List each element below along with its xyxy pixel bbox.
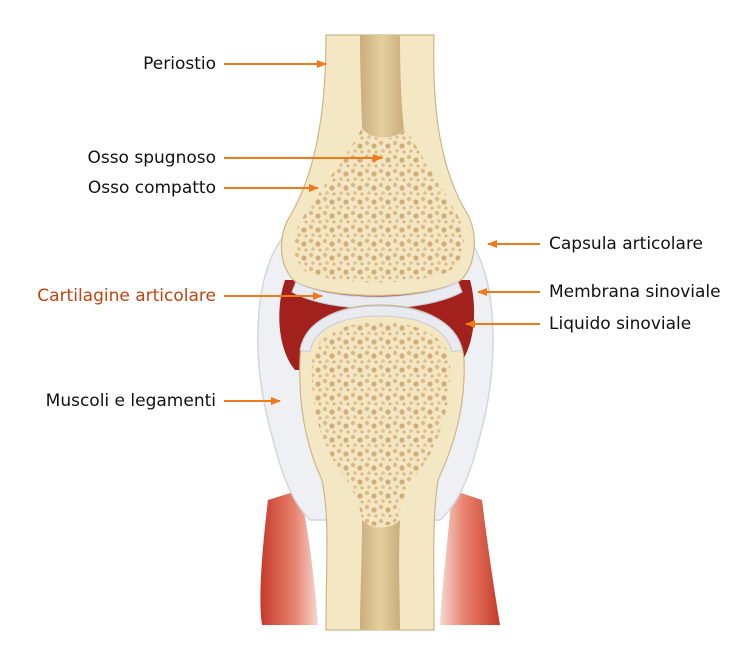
label-periostio: Periostio <box>143 54 216 74</box>
cartilage-upper <box>291 281 463 309</box>
label-membrana-sinoviale: Membrana sinoviale <box>549 282 721 302</box>
label-osso-compatto: Osso compatto <box>87 178 216 198</box>
lower-spongy-bone <box>311 322 451 526</box>
cartilage-lower <box>299 305 463 353</box>
upper-spongy-bone <box>293 128 465 283</box>
muscle-right <box>440 490 500 625</box>
label-osso-spugnoso: Osso spugnoso <box>87 148 216 168</box>
label-capsula-articolare: Capsula articolare <box>549 234 704 254</box>
label-cartilagine-articolare: Cartilagine articolare <box>37 286 216 306</box>
upper-marrow <box>360 35 404 138</box>
label-muscoli-legamenti: Muscoli e legamenti <box>45 391 216 411</box>
lower-marrow <box>360 520 400 630</box>
muscle-left <box>260 490 318 625</box>
label-liquido-sinoviale: Liquido sinoviale <box>549 314 692 334</box>
